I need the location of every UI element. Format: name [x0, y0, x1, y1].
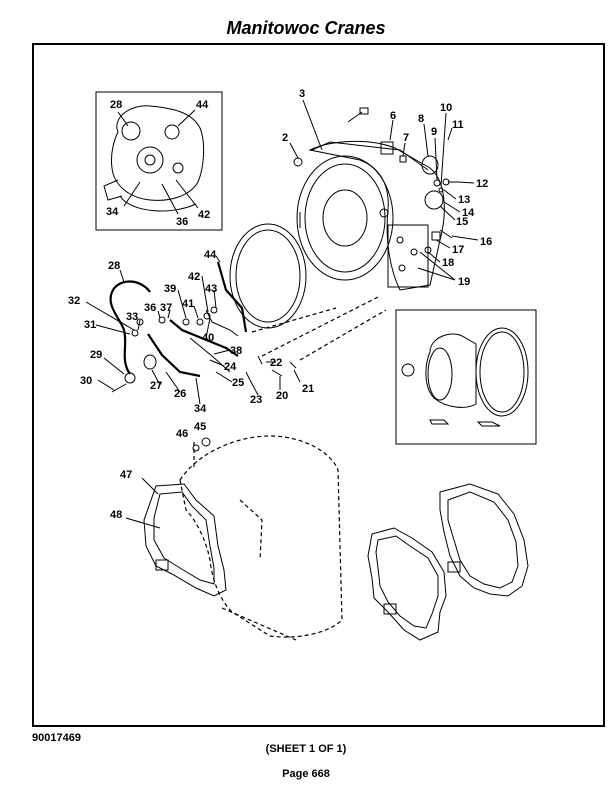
- inset-detail-right: [395, 309, 537, 445]
- gasket-left: [125, 477, 227, 597]
- callout-45: 45: [194, 421, 206, 433]
- sheet-indicator: (SHEET 1 OF 1): [265, 743, 347, 755]
- page-title: Manitowoc Cranes: [226, 18, 386, 38]
- page-number: Page 668: [282, 768, 330, 780]
- callout-22: 22: [270, 357, 282, 369]
- callout-28: 28: [108, 260, 120, 272]
- callout-label: 42: [198, 209, 210, 221]
- callout-17: 17: [452, 244, 464, 256]
- callout-20: 20: [276, 390, 288, 402]
- callout-19: 19: [458, 276, 470, 288]
- diagram-frame: [32, 43, 605, 727]
- callout-label: 28: [110, 99, 122, 111]
- inset-detail-top-left: 28 44 34 36 42: [95, 91, 223, 231]
- callout-30: 30: [80, 375, 92, 387]
- callout-16: 16: [480, 236, 492, 248]
- hose-assembly: [109, 261, 297, 393]
- callout-42: 42: [188, 271, 200, 283]
- callout-6: 6: [390, 110, 396, 122]
- callout-47: 47: [120, 469, 132, 481]
- callout-44: 44: [204, 249, 217, 261]
- callout-label: 36: [176, 216, 188, 228]
- callout-24: 24: [224, 361, 237, 373]
- gasket-lower-right: [367, 483, 529, 641]
- callout-21: 21: [302, 383, 314, 395]
- alignment-lines: [251, 295, 387, 361]
- callout-12: 12: [476, 178, 488, 190]
- callout-7: 7: [403, 132, 409, 144]
- leader-lines-left: [85, 255, 301, 405]
- callout-37: 37: [160, 302, 172, 314]
- callout-15: 15: [456, 216, 468, 228]
- callout-29: 29: [90, 349, 102, 361]
- callout-label: 44: [196, 99, 209, 111]
- callout-40: 40: [202, 332, 214, 344]
- callout-23: 23: [250, 394, 262, 406]
- callout-3: 3: [299, 88, 305, 100]
- callout-label: 34: [106, 206, 119, 218]
- callout-13: 13: [458, 194, 470, 206]
- callout-36: 36: [144, 302, 156, 314]
- callout-31: 31: [84, 319, 96, 331]
- callout-34: 34: [194, 403, 207, 415]
- callout-2: 2: [282, 132, 288, 144]
- document-number: 90017469: [32, 732, 81, 744]
- callout-41: 41: [182, 298, 194, 310]
- flywheel-housing: [296, 141, 445, 291]
- leader-lines: [289, 99, 479, 281]
- seal-ring: [229, 223, 307, 329]
- callout-14: 14: [462, 207, 475, 219]
- callout-10: 10: [440, 102, 452, 114]
- callout-18: 18: [442, 257, 454, 269]
- callout-9: 9: [431, 126, 437, 138]
- callout-48: 48: [110, 509, 122, 521]
- callout-27: 27: [150, 380, 162, 392]
- callout-26: 26: [174, 388, 186, 400]
- callout-32: 32: [68, 295, 80, 307]
- callout-8: 8: [418, 113, 424, 125]
- bell-housing: [179, 435, 343, 641]
- callout-11: 11: [452, 119, 464, 131]
- callout-33: 33: [126, 311, 138, 323]
- callout-39: 39: [164, 283, 176, 295]
- callout-38: 38: [230, 345, 242, 357]
- callout-46: 46: [176, 428, 188, 440]
- callout-43: 43: [205, 283, 217, 295]
- callout-25: 25: [232, 377, 244, 389]
- callout-numbers: 3 2 6 7 8 9 10 11 12 13 14 15 16 17 18 1…: [68, 88, 492, 521]
